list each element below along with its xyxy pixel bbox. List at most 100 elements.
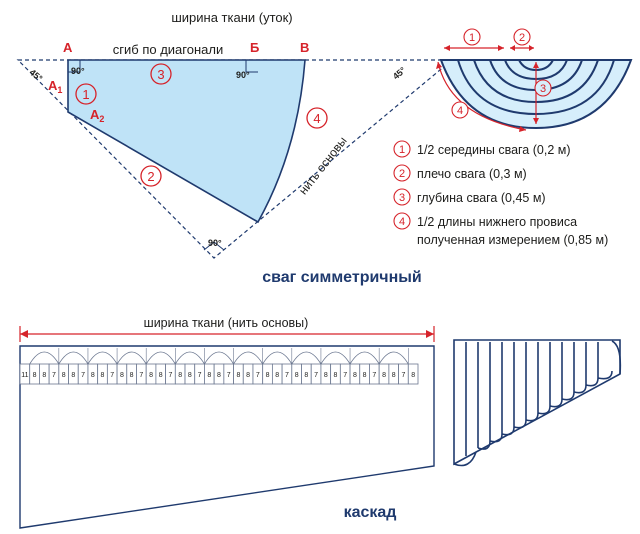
- ruler-value: 8: [304, 372, 308, 379]
- pleat-arc: [349, 351, 380, 365]
- point-v: В: [300, 40, 309, 55]
- ruler-value: 7: [227, 372, 231, 379]
- right-angle-mark-b: [245, 60, 258, 73]
- svg-text:1/2 середины свага (0,2 м): 1/2 середины свага (0,2 м): [417, 143, 571, 157]
- ruler-value: 7: [198, 372, 202, 379]
- ruler-value: 8: [295, 372, 299, 379]
- sketch-marker-4: 4: [451, 101, 469, 119]
- ruler-value: 8: [178, 372, 182, 379]
- pleat-arc: [291, 351, 322, 365]
- svg-text:полученная измерением (0,85 м): полученная измерением (0,85 м): [417, 233, 608, 247]
- swag-sketch: 1 2 3 4: [436, 28, 633, 132]
- ruler-value: 7: [139, 372, 143, 379]
- ruler-value: 8: [62, 372, 66, 379]
- marker-1: 1: [75, 83, 97, 105]
- ruler-value: 8: [188, 372, 192, 379]
- legend-item-3: 3 глубина свага (0,45 м): [393, 188, 546, 206]
- cascade-fabric-outline: [19, 345, 435, 529]
- pleat-arc: [116, 351, 147, 365]
- ruler-value: 8: [363, 372, 367, 379]
- ruler-value: 8: [411, 372, 415, 379]
- svg-text:2: 2: [147, 169, 154, 184]
- pleat-arc: [262, 351, 293, 365]
- svg-text:глубина свага (0,45 м): глубина свага (0,45 м): [417, 191, 546, 205]
- angle-45-left: 45°: [28, 67, 45, 84]
- ruler-value: 8: [130, 372, 134, 379]
- fabric-width-weft-label: ширина ткани (уток): [171, 10, 292, 25]
- ruler-value: 7: [110, 372, 114, 379]
- svg-text:4: 4: [313, 111, 320, 126]
- ruler-value: 8: [71, 372, 75, 379]
- svg-text:1: 1: [399, 144, 405, 156]
- ruler-value: 7: [52, 372, 56, 379]
- legend-item-1: 1 1/2 середины свага (0,2 м): [393, 140, 571, 158]
- right-angle-mark-bottom: [203, 241, 225, 251]
- ruler-value: 8: [217, 372, 221, 379]
- marker-3: 3: [150, 63, 172, 85]
- angle-90-a: 90°: [71, 66, 85, 76]
- legend: 1 1/2 середины свага (0,2 м) 2 плечо сва…: [393, 140, 608, 247]
- fabric-width-warp-label: ширина ткани (нить основы): [144, 316, 309, 330]
- pleat-arc: [233, 351, 264, 365]
- warp-thread-label: нить основы: [296, 134, 350, 197]
- svg-text:1/2 длины нижнего провиса: 1/2 длины нижнего провиса: [417, 215, 577, 229]
- ruler-value: 8: [149, 372, 153, 379]
- point-a2: А2: [90, 107, 104, 124]
- cascade-title: каскад: [344, 504, 397, 521]
- svg-text:1: 1: [82, 87, 89, 102]
- pleat-arc: [320, 351, 351, 365]
- sketch-marker-2: 2: [513, 28, 531, 46]
- angle-90-bottom: 90°: [208, 238, 222, 248]
- svg-text:2: 2: [399, 168, 405, 180]
- pleat-arc: [58, 351, 89, 365]
- ruler-value: 8: [382, 372, 386, 379]
- svg-text:плечо свага (0,3 м): плечо свага (0,3 м): [417, 167, 527, 181]
- point-a: А: [63, 40, 73, 55]
- angle-45-right: 45°: [391, 65, 408, 82]
- pleat-arc: [204, 351, 234, 365]
- ruler-value: 8: [120, 372, 124, 379]
- swag-pattern-shape: [67, 59, 306, 224]
- point-a1: А1: [48, 78, 62, 95]
- ruler-value: 8: [33, 372, 37, 379]
- svg-text:3: 3: [399, 192, 405, 204]
- ruler-value: 7: [285, 372, 289, 379]
- right-angle-mark-a: [68, 60, 81, 73]
- swag-pattern-diagram: ширина ткани (уток) 90° 90° 90° 45° 45° …: [16, 10, 454, 286]
- marker-4: 4: [306, 107, 328, 129]
- svg-text:3: 3: [157, 67, 164, 82]
- sketch-marker-1: 1: [463, 28, 481, 46]
- svg-text:4: 4: [457, 105, 463, 117]
- cascade-sketch: [453, 339, 622, 467]
- svg-text:4: 4: [399, 216, 405, 228]
- marker-2: 2: [140, 165, 162, 187]
- pleat-arc: [87, 351, 118, 365]
- pleat-arc: [145, 351, 176, 365]
- ruler-value: 8: [159, 372, 163, 379]
- pleat-arc: [174, 351, 205, 365]
- angle-90-b: 90°: [236, 70, 250, 80]
- ruler-value: 7: [314, 372, 318, 379]
- legend-item-4: 4 1/2 длины нижнего провиса полученная и…: [393, 212, 608, 247]
- swag-title: сваг симметричный: [262, 269, 422, 286]
- svg-text:2: 2: [519, 32, 525, 44]
- ruler-value: 11: [21, 372, 28, 379]
- svg-text:1: 1: [469, 32, 475, 44]
- ruler-value: 8: [266, 372, 270, 379]
- ruler-value: 7: [256, 372, 260, 379]
- ruler-value: 8: [207, 372, 211, 379]
- ruler-value: 8: [246, 372, 250, 379]
- ruler-value: 8: [236, 372, 240, 379]
- svg-text:3: 3: [540, 83, 546, 95]
- ruler-cell: [407, 363, 419, 385]
- sketch-marker-3: 3: [534, 79, 552, 97]
- ruler-value: 8: [353, 372, 357, 379]
- ruler-value: 7: [169, 372, 173, 379]
- ruler-value: 8: [392, 372, 396, 379]
- ruler-value: 8: [275, 372, 279, 379]
- point-b-cyr: Б: [250, 40, 259, 55]
- ruler-value: 7: [81, 372, 85, 379]
- fold-label: сгиб по диагонали: [113, 42, 223, 57]
